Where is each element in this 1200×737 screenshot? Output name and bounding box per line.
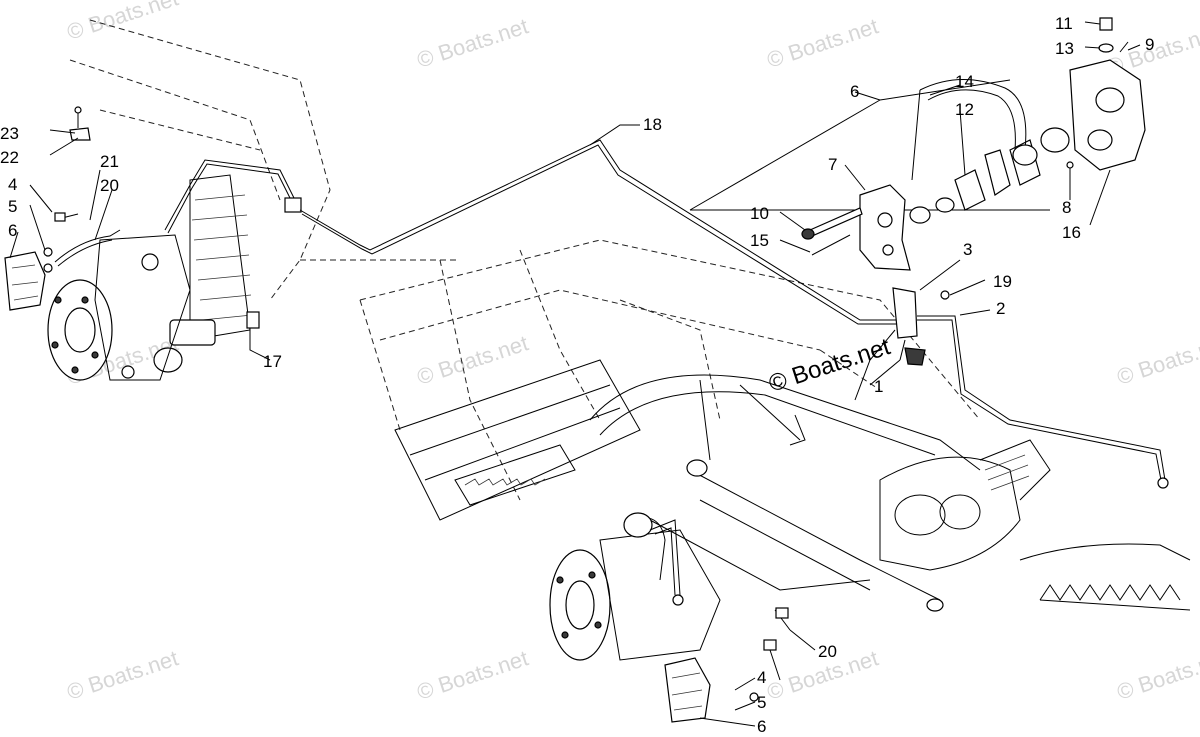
callout-7: 7	[828, 155, 837, 174]
callout-19: 19	[993, 272, 1012, 291]
watermark: © Boats.net	[1114, 645, 1200, 704]
callout-8: 8	[1062, 198, 1071, 217]
callouts: 1 2 3 4 5 6 7 8 9 10 11 12 13 14 15 16 1…	[0, 14, 1154, 736]
front-brake-assembly	[549, 512, 791, 723]
callout-12: 12	[955, 100, 974, 119]
callout-17: 17	[263, 352, 282, 371]
watermark-layer: © Boats.net © Boats.net © Boats.net © Bo…	[64, 0, 1200, 705]
callout-21: 21	[100, 152, 119, 171]
callout-1: 1	[874, 377, 883, 396]
leader-lines	[9, 21, 1141, 727]
callout-20: 20	[100, 176, 119, 195]
callout-5: 5	[8, 197, 17, 216]
brake-line-18	[299, 139, 900, 325]
callout-9: 9	[1145, 35, 1154, 54]
watermark: © Boats.net	[414, 13, 531, 72]
callout-4-front: 4	[757, 668, 766, 687]
brake-junction	[854, 287, 1169, 489]
callout-6: 6	[8, 221, 17, 240]
watermark: © Boats.net	[414, 645, 531, 704]
callout-6-box: 6	[850, 82, 859, 101]
callout-4: 4	[8, 175, 17, 194]
callout-15: 15	[750, 231, 769, 250]
callout-18: 18	[643, 115, 662, 134]
watermark: © Boats.net	[414, 330, 531, 389]
callout-2: 2	[996, 299, 1005, 318]
callout-13: 13	[1055, 39, 1074, 58]
watermark: © Boats.net	[64, 0, 181, 45]
atv-frame-outline	[69, 19, 981, 501]
watermark: © Boats.net	[64, 645, 181, 704]
watermark: © Boats.net	[1114, 330, 1200, 389]
callout-11: 11	[1055, 14, 1073, 33]
callout-14: 14	[955, 72, 974, 91]
callout-20-front: 20	[818, 642, 837, 661]
atv-body	[394, 359, 1191, 612]
callout-3: 3	[963, 240, 972, 259]
callout-16: 16	[1062, 223, 1081, 242]
watermark: © Boats.net	[764, 13, 881, 72]
callout-6-front: 6	[757, 717, 766, 736]
callout-10: 10	[750, 204, 769, 223]
callout-22: 22	[0, 148, 19, 167]
callout-23: 23	[0, 124, 19, 143]
front-caliper-exploded	[689, 17, 1146, 271]
callout-5-front: 5	[757, 693, 766, 712]
